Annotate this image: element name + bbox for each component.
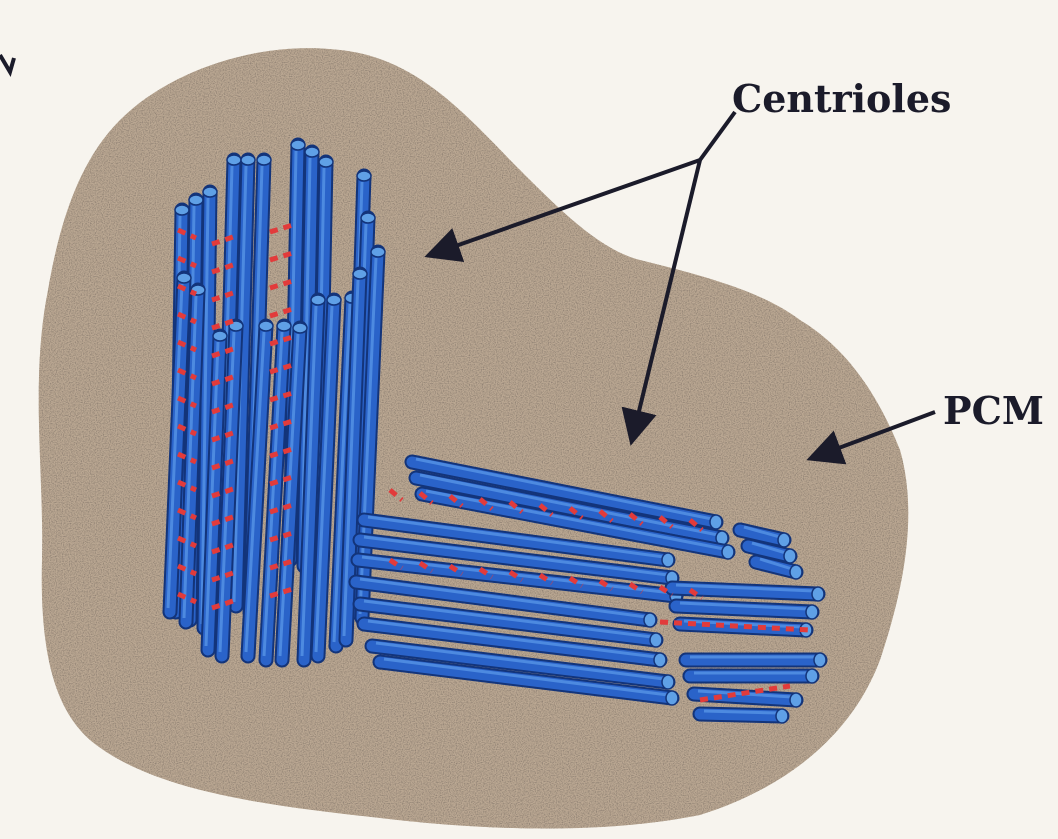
microtubule-end xyxy=(311,295,325,305)
microtubule-end xyxy=(259,321,273,331)
corner-mark xyxy=(0,55,14,72)
microtubule-end xyxy=(291,140,305,150)
microtubule-end xyxy=(277,321,291,331)
microtubule-end xyxy=(319,157,333,167)
microtubule-end xyxy=(710,515,722,529)
microtubule-end xyxy=(361,213,375,223)
microtubule-end xyxy=(784,549,796,563)
microtubule-end xyxy=(790,693,802,707)
microtubule-end xyxy=(305,147,319,157)
microtubule-end xyxy=(662,553,674,567)
microtubule-end xyxy=(227,155,241,165)
microtubule-end xyxy=(213,331,227,341)
microtubule-end xyxy=(293,323,307,333)
microtubule-end xyxy=(241,155,255,165)
microtubule xyxy=(700,714,782,716)
arrow-icon xyxy=(700,112,735,160)
microtubule-end xyxy=(189,195,203,205)
microtubule-end xyxy=(357,171,371,181)
microtubule-end xyxy=(644,613,656,627)
microtubule xyxy=(704,711,778,713)
microtubule-end xyxy=(203,187,217,197)
microtubule-end xyxy=(257,155,271,165)
microtubule-end xyxy=(806,669,818,683)
microtubule-end xyxy=(814,653,826,667)
microtubule-end xyxy=(666,691,678,705)
pcm-label: PCM xyxy=(943,388,1044,433)
centrioles-label: Centrioles xyxy=(732,76,951,121)
microtubule-end xyxy=(778,533,790,547)
microtubule-end xyxy=(812,587,824,601)
microtubule-end xyxy=(654,653,666,667)
microtubule-end xyxy=(371,247,385,257)
microtubule-end xyxy=(175,205,189,215)
microtubule-end xyxy=(353,269,367,279)
microtubule-end xyxy=(650,633,662,647)
microtubule-end xyxy=(722,545,734,559)
microtubule-end xyxy=(776,709,788,723)
microtubule-end xyxy=(327,295,341,305)
microtubule-end xyxy=(662,675,674,689)
microtubule-end xyxy=(790,565,802,579)
microtubule-end xyxy=(806,605,818,619)
microtubule-end xyxy=(177,273,191,283)
